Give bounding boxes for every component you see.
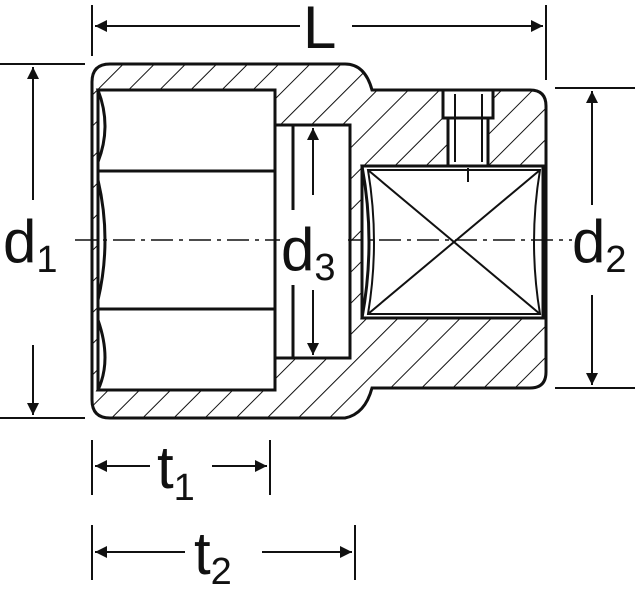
square-drive — [360, 164, 545, 320]
hex-bore — [95, 88, 277, 392]
label-d2-bg — [572, 210, 635, 285]
label-t2: t2 — [194, 520, 232, 592]
label-l: L — [303, 0, 336, 61]
label-t1: t1 — [157, 434, 195, 509]
label-d2: d2 — [572, 208, 627, 281]
label-d1-bg — [0, 210, 72, 285]
label-d3-bg — [280, 210, 348, 285]
label-d1: d1 — [3, 208, 58, 281]
detent-pin — [441, 88, 495, 182]
label-d3: d3 — [281, 216, 336, 289]
dimension-arrows — [27, 20, 598, 558]
extension-lines — [0, 5, 635, 580]
